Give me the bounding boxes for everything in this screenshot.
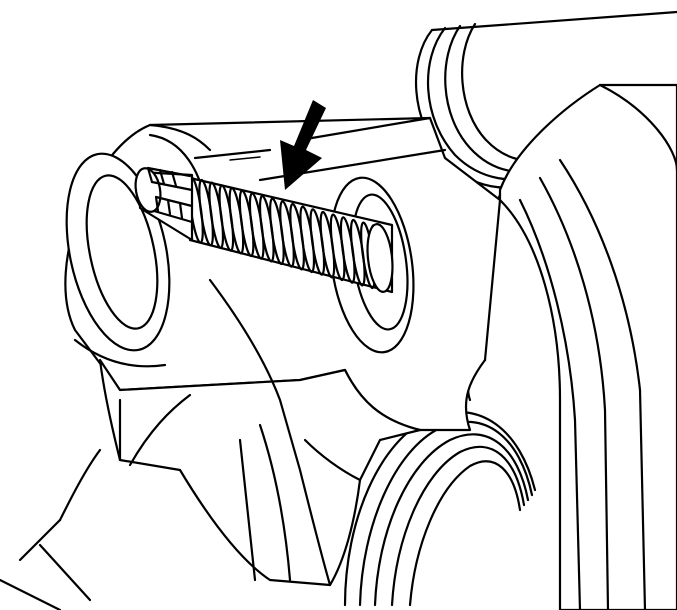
lower-support-leg	[0, 278, 422, 610]
splined-end	[134, 166, 194, 242]
right-housing-arm	[467, 83, 677, 610]
threaded-shaft	[188, 176, 394, 294]
down-left-arrow-icon	[280, 100, 326, 190]
